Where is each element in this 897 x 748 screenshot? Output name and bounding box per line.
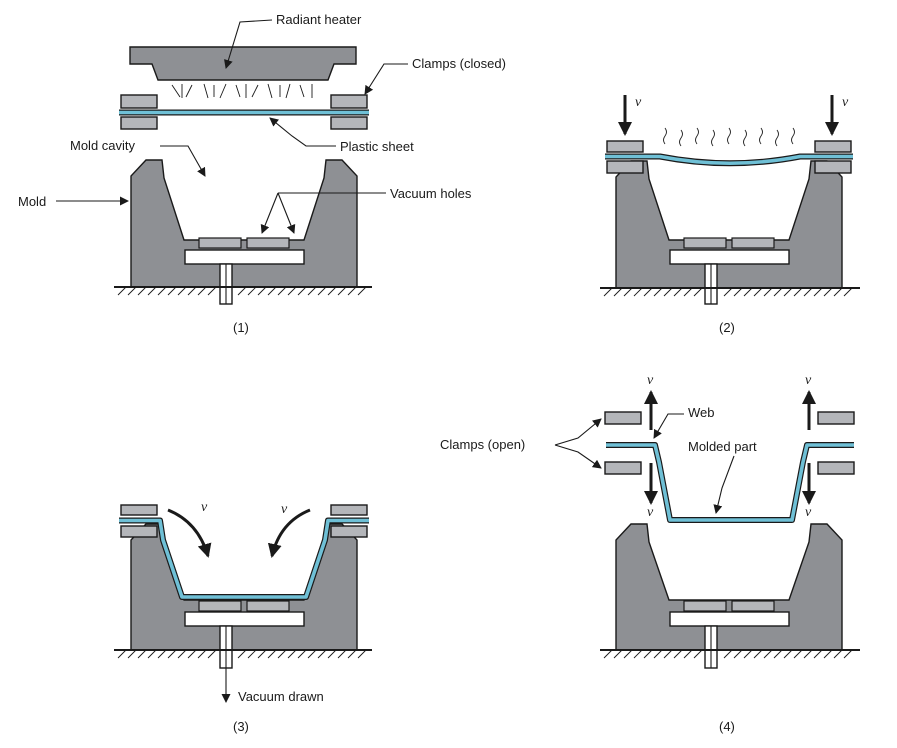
velocity-label: v bbox=[635, 95, 642, 110]
clamp-right-bottom bbox=[814, 160, 852, 174]
vacuum-hole bbox=[198, 237, 242, 249]
clamp-left-top bbox=[606, 140, 644, 153]
clamp-right-top bbox=[817, 411, 855, 425]
vacuum-plate bbox=[669, 249, 790, 265]
clamp-left-top bbox=[604, 411, 642, 425]
velocity-label: v bbox=[647, 373, 654, 388]
mold bbox=[615, 523, 843, 651]
vacuum-hole bbox=[198, 600, 242, 612]
velocity-label: v bbox=[805, 505, 812, 520]
panel-2: v v (2) bbox=[600, 95, 860, 335]
ground bbox=[600, 649, 860, 659]
label-clamps-open: Clamps (open) bbox=[440, 437, 525, 452]
arrow-curve-left bbox=[167, 508, 212, 558]
label-mold-cavity: Mold cavity bbox=[70, 138, 136, 153]
step-label-4: (4) bbox=[719, 719, 735, 734]
clamp-left-top bbox=[120, 504, 158, 516]
vacuum-hole bbox=[683, 600, 727, 612]
heat-waves bbox=[663, 127, 795, 147]
mold bbox=[130, 159, 358, 288]
vacuum-hole bbox=[731, 237, 775, 249]
clamp-right-top bbox=[814, 140, 852, 153]
velocity-label: v bbox=[201, 500, 208, 515]
vacuum-hole bbox=[683, 237, 727, 249]
label-molded-part: Molded part bbox=[688, 439, 757, 454]
plastic-sheet bbox=[119, 517, 369, 600]
label-web: Web bbox=[688, 405, 715, 420]
velocity-label: v bbox=[842, 95, 849, 110]
label-vacuum-drawn: Vacuum drawn bbox=[238, 689, 324, 704]
vacuum-plate bbox=[669, 611, 790, 627]
panel-1: Radiant heater Clamps (closed) Plastic s… bbox=[18, 12, 506, 335]
label-radiant-heater: Radiant heater bbox=[276, 12, 362, 27]
velocity-label: v bbox=[281, 502, 288, 517]
velocity-label: v bbox=[805, 373, 812, 388]
panel-3: v v Vacuum drawn (3) bbox=[114, 500, 372, 734]
panel-4: v v v v Clamps (open) Web Molded part (4… bbox=[440, 373, 860, 734]
vacuum-plate bbox=[184, 249, 305, 265]
label-plastic-sheet: Plastic sheet bbox=[340, 139, 414, 154]
molded-part bbox=[606, 442, 854, 523]
vacuum-plate bbox=[184, 611, 305, 627]
step-label-1: (1) bbox=[233, 320, 249, 335]
clamp-left-bottom bbox=[606, 160, 644, 174]
clamp-right-top bbox=[330, 94, 368, 109]
label-clamps-closed: Clamps (closed) bbox=[412, 56, 506, 71]
heat-rays bbox=[171, 83, 313, 99]
plastic-sheet bbox=[605, 153, 853, 167]
clamp-left-bottom bbox=[120, 116, 158, 130]
ground bbox=[600, 287, 860, 297]
label-vacuum-holes: Vacuum holes bbox=[390, 186, 472, 201]
vacuum-hole bbox=[246, 237, 290, 249]
ground bbox=[114, 649, 372, 659]
radiant-heater bbox=[129, 46, 357, 81]
vacuum-hole bbox=[731, 600, 775, 612]
vacuum-hole bbox=[246, 600, 290, 612]
clamp-left-bottom bbox=[604, 461, 642, 475]
ground bbox=[114, 286, 372, 296]
clamp-left-bottom bbox=[120, 525, 158, 538]
arrow-curve-right bbox=[267, 508, 311, 558]
step-label-2: (2) bbox=[719, 320, 735, 335]
clamp-right-bottom bbox=[330, 525, 368, 538]
step-label-3: (3) bbox=[233, 719, 249, 734]
velocity-label: v bbox=[647, 505, 654, 520]
clamp-right-bottom bbox=[330, 116, 368, 130]
clamp-right-top bbox=[330, 504, 368, 516]
clamp-right-bottom bbox=[817, 461, 855, 475]
clamp-left-top bbox=[120, 94, 158, 109]
label-mold: Mold bbox=[18, 194, 46, 209]
mold bbox=[615, 160, 843, 289]
